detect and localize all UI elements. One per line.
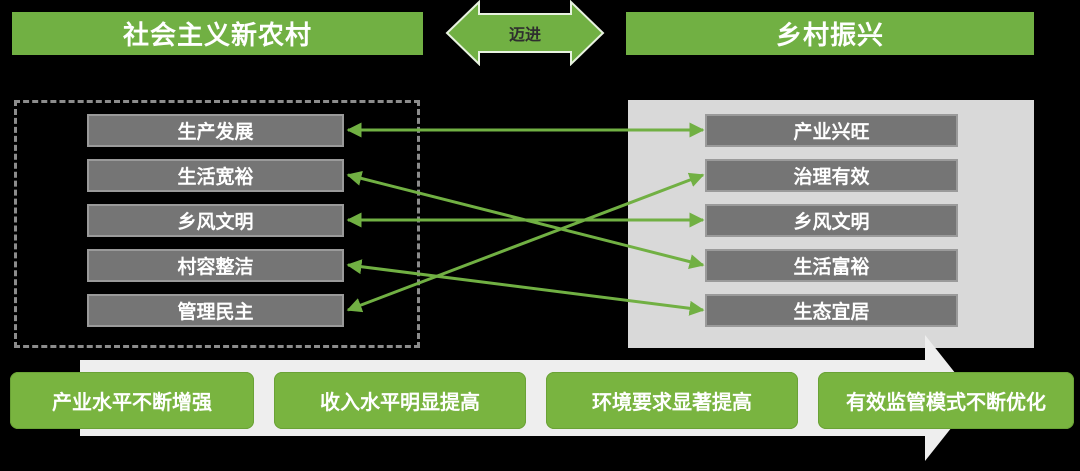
left-item: 村容整洁 xyxy=(87,249,344,282)
right-item: 产业兴旺 xyxy=(705,114,958,147)
bottom-item: 环境要求显著提高 xyxy=(546,372,798,429)
bottom-item: 产业水平不断增强 xyxy=(10,372,254,429)
left-item: 生活宽裕 xyxy=(87,159,344,192)
transition-label: 迈进 xyxy=(508,25,541,44)
double-arrow-icon xyxy=(445,0,605,66)
left-item: 生产发展 xyxy=(87,114,344,147)
progress-arrow-band xyxy=(80,335,975,461)
connector-arrow xyxy=(346,172,705,313)
header-right: 乡村振兴 xyxy=(626,12,1034,55)
right-item: 乡风文明 xyxy=(705,204,958,237)
header-left: 社会主义新农村 xyxy=(12,12,423,55)
right-item: 治理有效 xyxy=(705,159,958,192)
connector-arrow xyxy=(346,259,705,316)
left-item: 管理民主 xyxy=(87,294,344,327)
right-item: 生活富裕 xyxy=(705,249,958,282)
left-item: 乡风文明 xyxy=(87,204,344,237)
right-item: 生态宜居 xyxy=(705,294,958,327)
bottom-item: 收入水平明显提高 xyxy=(274,372,526,429)
bottom-item: 有效监管模式不断优化 xyxy=(818,372,1074,429)
